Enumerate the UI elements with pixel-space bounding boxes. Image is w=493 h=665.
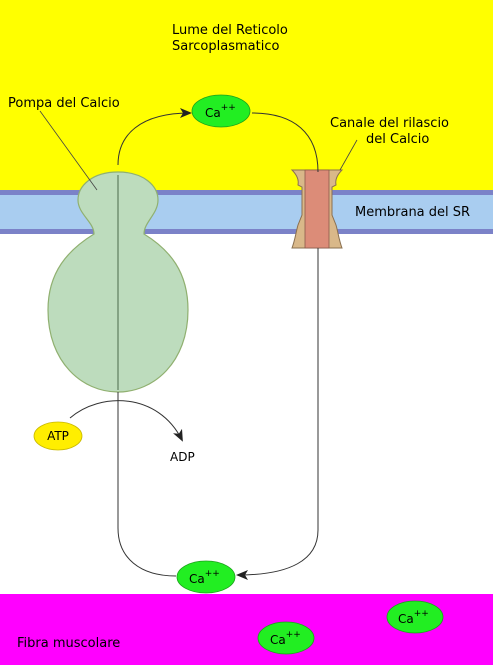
atp-to-adp-arrow bbox=[69, 400, 183, 442]
lumen-to-channel-line bbox=[251, 112, 319, 173]
calcium-release-channel bbox=[290, 169, 344, 249]
svg-text:Ca++: Ca++ bbox=[205, 103, 236, 120]
lumen-title-line1: Lume del Reticolo bbox=[172, 23, 288, 38]
ca-symbol: Ca bbox=[270, 633, 286, 647]
fiber-label: Fibra muscolare bbox=[17, 636, 120, 651]
pump-label: Pompa del Calcio bbox=[8, 96, 120, 111]
channel-label-line2: del Calcio bbox=[366, 132, 429, 147]
ca-charge: ++ bbox=[205, 569, 220, 579]
ca-symbol: Ca bbox=[189, 572, 205, 586]
channel-to-cytosol-arrow bbox=[236, 248, 319, 580]
ca-symbol: Ca bbox=[205, 106, 221, 120]
membrane-label: Membrana del SR bbox=[355, 205, 470, 220]
lumen-title-line2: Sarcoplasmatico bbox=[172, 39, 279, 54]
calcium-ion-fiber-1: Ca++ bbox=[386, 600, 444, 634]
svg-text:Ca++: Ca++ bbox=[398, 609, 429, 626]
ca-charge: ++ bbox=[414, 609, 429, 619]
sr-lumen-region bbox=[0, 0, 493, 190]
pump-leader-line bbox=[39, 110, 98, 191]
ca-charge: ++ bbox=[221, 103, 236, 113]
cytosol-to-pump-line bbox=[117, 392, 177, 577]
atp-label: ATP bbox=[47, 429, 69, 443]
channel-leader-line bbox=[339, 139, 358, 171]
pump-to-lumen-arrow bbox=[117, 108, 192, 166]
ca-charge: ++ bbox=[286, 630, 301, 640]
calcium-ion-fiber-2: Ca++ bbox=[257, 621, 315, 655]
adp-label: ADP bbox=[170, 450, 195, 464]
channel-label-line1: Canale del rilascio bbox=[330, 116, 449, 131]
calcium-ion-lumen: Ca++ bbox=[191, 94, 251, 128]
svg-text:Ca++: Ca++ bbox=[189, 569, 220, 586]
ca-symbol: Ca bbox=[398, 612, 414, 626]
svg-text:Ca++: Ca++ bbox=[270, 630, 301, 647]
atp-molecule: ATP bbox=[33, 421, 83, 451]
calcium-ion-cytosol: Ca++ bbox=[176, 560, 236, 594]
